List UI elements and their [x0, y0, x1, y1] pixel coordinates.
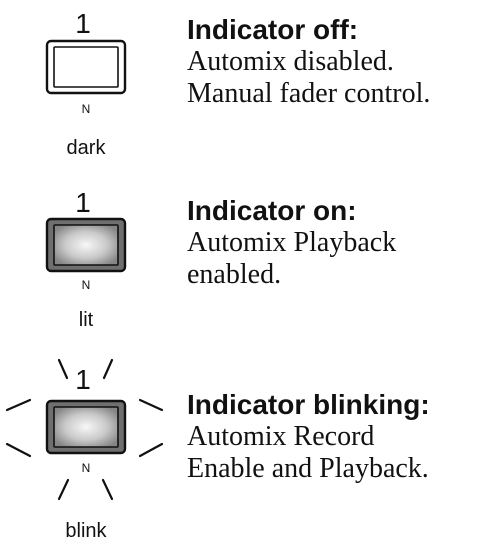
state-label-blink: blink: [65, 520, 107, 542]
indicator-button-lit: [45, 217, 127, 273]
desc-line: enabled.: [187, 259, 282, 290]
description-on: Indicator on: Automix Playback enabled.: [187, 195, 487, 291]
desc-heading: Indicator off:: [187, 14, 359, 45]
desc-line: Automix Record: [187, 421, 375, 452]
indicator-lit: 1 N lit: [0, 181, 180, 351]
description-off: Indicator off: Automix disabled. Manual …: [187, 14, 487, 110]
desc-line: Automix Playback: [187, 227, 397, 258]
description-blink: Indicator blinking: Automix Record Enabl…: [187, 389, 487, 485]
indicator-button-dark: [45, 39, 127, 95]
indicator-blink: 1 N blink: [0, 352, 180, 544]
channel-number: 1: [75, 8, 91, 39]
channel-number: 1: [75, 364, 91, 395]
indicator-dark: 1 N dark: [0, 0, 180, 170]
indicator-button-blink: [5, 358, 164, 501]
blink-rays: [5, 358, 164, 501]
indicator-row-on: 1 N lit Indicator on: Automix Playback e…: [0, 181, 494, 351]
desc-heading: Indicator blinking:: [187, 389, 430, 420]
state-label-lit: lit: [78, 309, 94, 331]
n-label: N: [81, 278, 91, 292]
desc-line: Manual fader control.: [187, 78, 431, 109]
n-label: N: [81, 461, 91, 475]
desc-heading: Indicator on:: [187, 195, 357, 226]
state-label-dark: dark: [66, 137, 106, 159]
desc-line: Automix disabled.: [187, 46, 394, 77]
n-label: N: [81, 102, 91, 116]
indicator-row-blink: 1 N blink: [0, 352, 494, 544]
indicator-row-off: 1 N dark Indicator off: Automix disabled…: [0, 0, 494, 170]
desc-line: Enable and Playback.: [187, 453, 429, 484]
channel-number: 1: [75, 187, 91, 218]
